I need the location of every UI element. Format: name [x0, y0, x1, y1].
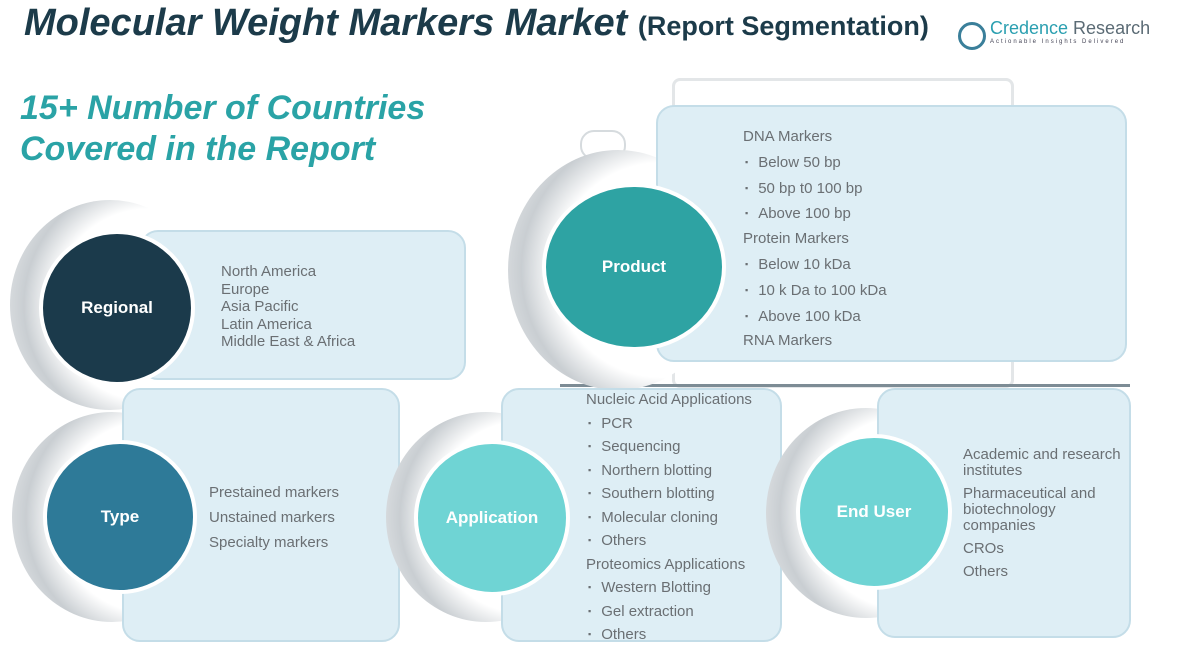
list-item: Europe: [221, 280, 270, 298]
application-list: Nucleic Acid ApplicationsPCRSequencingNo…: [586, 388, 752, 647]
list-item: Below 10 kDa: [745, 252, 887, 278]
list-item: PCR: [588, 412, 752, 436]
list-item: Below 50 bp: [745, 150, 887, 176]
list-item: Southern blotting: [588, 482, 752, 506]
list-item: Molecular cloning: [588, 506, 752, 530]
regional-circle: Regional: [39, 230, 195, 386]
list-item: Others: [588, 529, 752, 553]
list-item: Protein Markers: [743, 230, 849, 248]
list-item: Gel extraction: [588, 600, 752, 624]
list-item: Latin America: [221, 315, 312, 333]
type-circle: Type: [43, 440, 197, 594]
list-item: Unstained markers: [209, 508, 335, 526]
list-item: Northern blotting: [588, 459, 752, 483]
list-item: Prestained markers: [209, 484, 340, 501]
end-user-circle: End User: [796, 434, 952, 590]
list-item: Western Blotting: [588, 576, 752, 600]
list-item: Academic and research institutes: [963, 446, 1121, 479]
shelf-line: [560, 384, 1130, 387]
product-box: [656, 105, 1127, 362]
list-item: Others: [963, 563, 1009, 580]
list-item: RNA Markers: [743, 332, 833, 350]
logo: Credence Research Actionable Insights De…: [958, 18, 1150, 50]
list-item: Sequencing: [588, 435, 752, 459]
list-item: Others: [588, 623, 752, 647]
list-item: Asia Pacific: [221, 298, 299, 315]
logo-chart-icon: [958, 22, 986, 50]
list-item: Pharmaceutical and biotechnology compani…: [963, 485, 1096, 534]
application-circle: Application: [414, 440, 570, 596]
list-item: Middle East & Africa: [221, 333, 356, 350]
list-item: Above 100 bp: [745, 201, 887, 227]
list-item: DNA Markers: [743, 128, 833, 145]
product-circle: Product: [542, 183, 726, 351]
product-list: DNA MarkersBelow 50 bp50 bp t0 100 bpAbo…: [743, 125, 887, 354]
list-item: 50 bp t0 100 bp: [745, 176, 887, 202]
list-item: Nucleic Acid Applications: [586, 391, 752, 408]
list-item: Proteomics Applications: [586, 555, 746, 573]
page-title: Molecular Weight Markers Market (Report …: [24, 2, 929, 44]
list-item: Specialty markers: [209, 533, 329, 551]
list-item: North America: [221, 263, 317, 280]
list-item: 10 k Da to 100 kDa: [745, 278, 886, 304]
list-item: CROs: [963, 540, 1004, 557]
list-item: Above 100 kDa: [745, 304, 887, 330]
